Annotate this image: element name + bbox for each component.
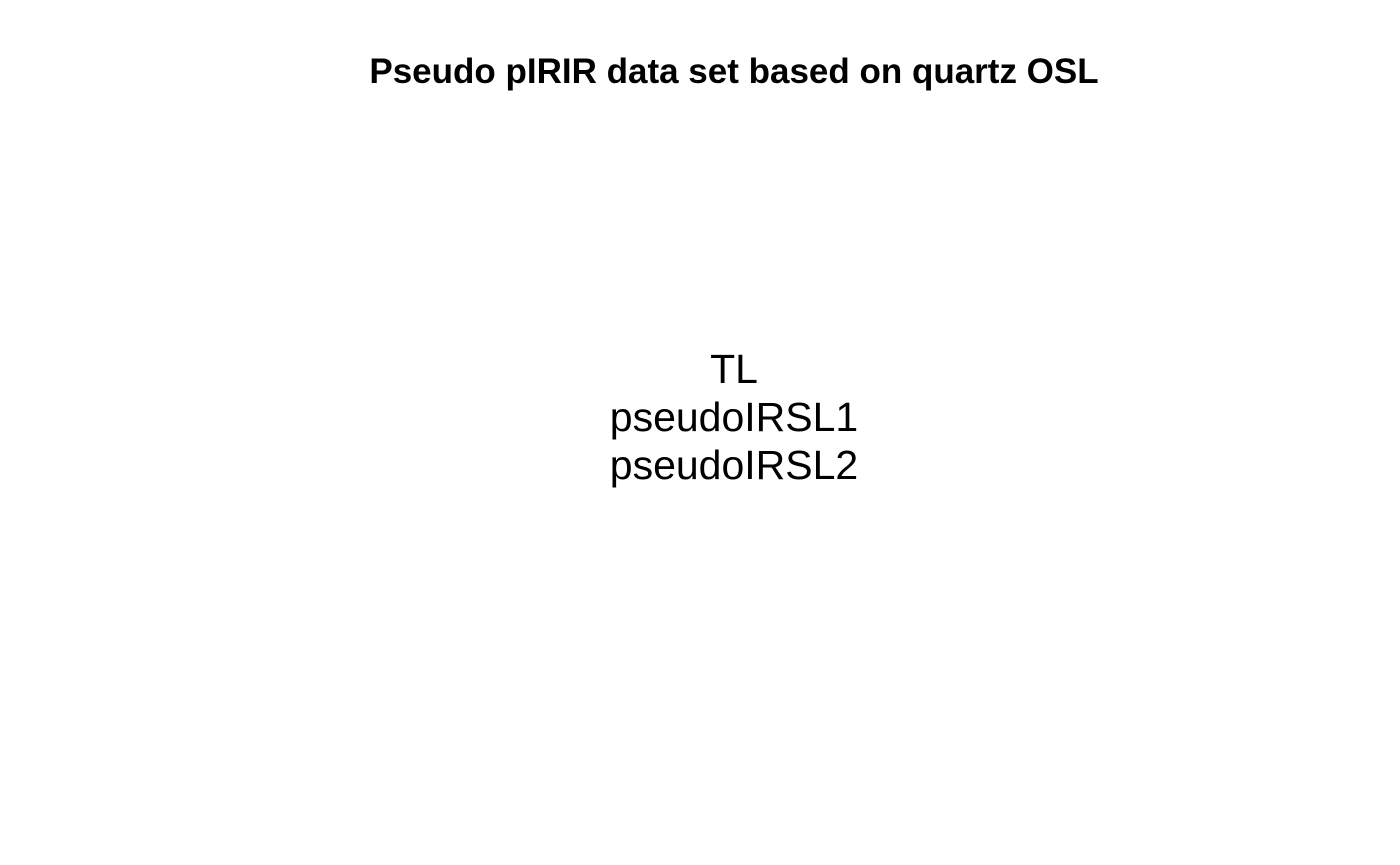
- record-label-pseudoirsl2: pseudoIRSL2: [609, 442, 859, 488]
- record-label-pseudoirsl1: pseudoIRSL1: [609, 394, 859, 440]
- record-label-tl: TL: [710, 346, 758, 392]
- record-list: TL pseudoIRSL1 pseudoIRSL2: [0, 345, 1400, 489]
- plot-title: Pseudo pIRIR data set based on quartz OS…: [369, 52, 1099, 91]
